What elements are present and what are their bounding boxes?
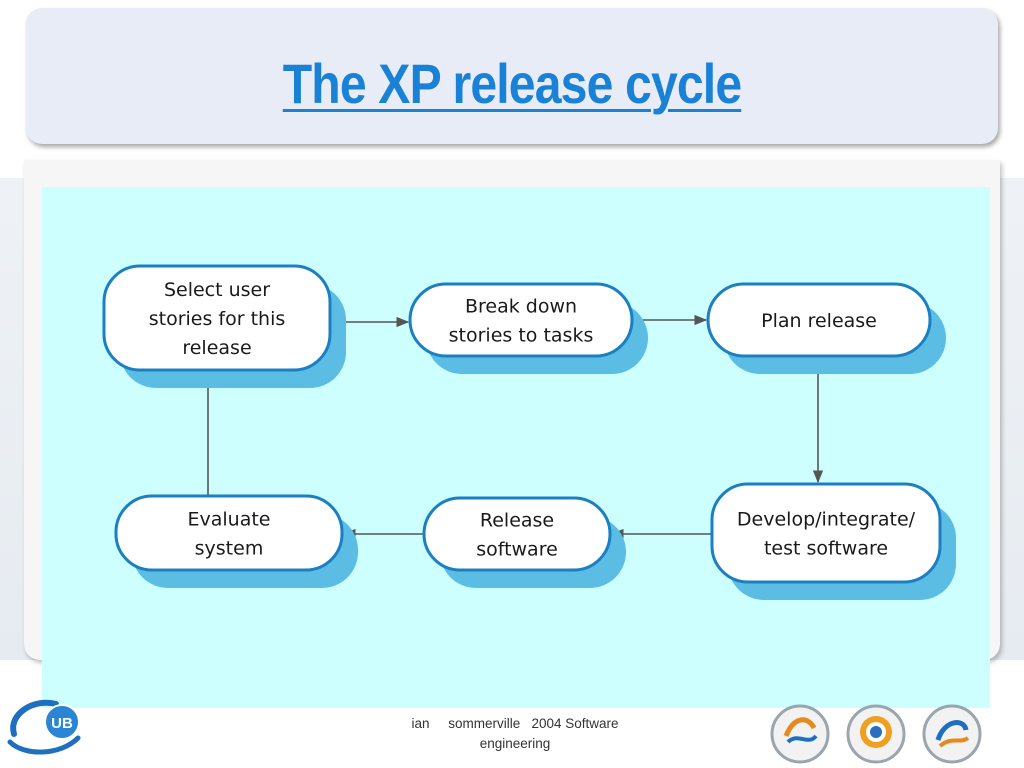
node-label: test software xyxy=(764,538,888,560)
title-panel: The XP release cycle xyxy=(26,8,998,144)
node-label: Plan release xyxy=(761,310,877,332)
node-label: Release xyxy=(480,510,554,532)
node-label: Develop/integrate/ xyxy=(737,509,916,531)
node-box xyxy=(710,482,942,584)
node-evaluate: Evaluate system xyxy=(114,494,358,588)
sistem-informasi-logo xyxy=(922,704,982,764)
ub-logo: UB xyxy=(7,699,81,755)
node-box xyxy=(422,496,612,572)
partner-logos xyxy=(770,704,982,764)
node-label: stories for this xyxy=(149,308,286,330)
node-label: stories to tasks xyxy=(449,325,594,347)
footer-credit: ian sommerville 2004 Software engineerin… xyxy=(380,714,650,754)
c-logo xyxy=(846,704,906,764)
node-box xyxy=(114,494,344,572)
informatika-logo xyxy=(770,704,830,764)
footer-line-1: ian sommerville 2004 Software xyxy=(411,716,619,731)
node-label: Break down xyxy=(465,296,577,318)
node-label: Evaluate xyxy=(188,509,271,531)
node-box xyxy=(706,282,932,358)
node-label: system xyxy=(195,538,264,560)
node-box xyxy=(102,264,332,372)
node-develop: Develop/integrate/test software xyxy=(710,482,956,600)
node-box xyxy=(408,282,634,358)
footer-line-2: engineering xyxy=(479,736,551,751)
slide-title: The XP release cycle xyxy=(282,52,742,115)
node-label: release xyxy=(182,337,251,359)
node-label: Select user xyxy=(164,279,270,301)
node-select: Select user stories for this release xyxy=(102,264,346,388)
node-label: software xyxy=(476,539,558,561)
node-breakdown: Break down stories to tasks xyxy=(408,282,648,374)
node-release: Release software xyxy=(422,496,626,588)
node-plan: Plan release xyxy=(706,282,946,374)
ub-logo-text: UB xyxy=(51,715,73,732)
